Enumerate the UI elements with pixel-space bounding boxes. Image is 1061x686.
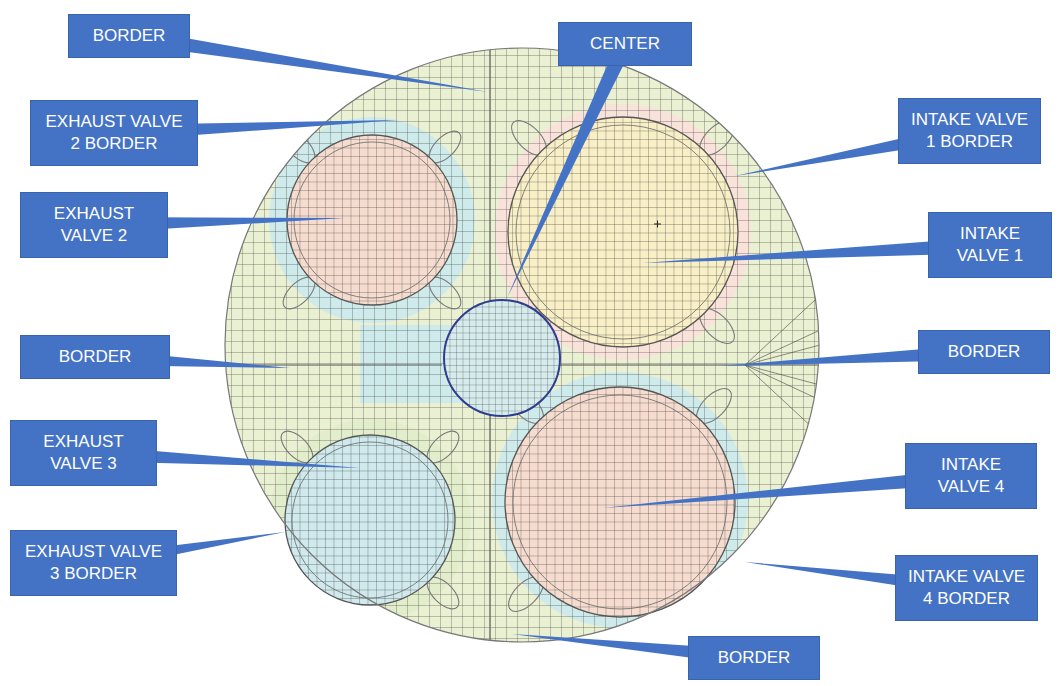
callout-label: INTAKE VALVE 4 [914,454,1028,498]
intake-valve-1-shape [508,117,738,347]
callout-label: BORDER [927,341,1041,363]
callout-label: BORDER [77,25,181,47]
port-outlines [276,115,741,618]
callout-box: INTAKE VALVE 4 [905,443,1037,509]
callout-box: BORDER [688,636,820,680]
callout-box: EXHAUST VALVE 3 [10,420,157,486]
exhaust-valve-3-shape [285,435,455,605]
callout-label: EXHAUST VALVE 3 BORDER [19,541,168,585]
callout-box: INTAKE VALVE 4 BORDER [895,555,1038,621]
callout-box: INTAKE VALVE 1 [928,212,1052,278]
callout-label: INTAKE VALVE 1 BORDER [907,109,1032,153]
callout-pointer [507,41,632,298]
callout-label: INTAKE VALVE 4 BORDER [904,566,1029,610]
callout-label: BORDER [697,647,811,669]
center-region-shape [444,300,560,416]
callout-box: INTAKE VALVE 1 BORDER [898,98,1041,164]
callout-box: EXHAUST VALVE 2 BORDER [30,100,198,166]
callout-box: BORDER [918,330,1050,374]
callout-box: CENTER [558,22,692,66]
exhaust-valve-2-shape [287,135,457,305]
callout-label: EXHAUST VALVE 2 [29,203,159,247]
callout-label: CENTER [567,33,683,55]
callout-label: EXHAUST VALVE 2 BORDER [39,111,189,155]
disc-outline [225,48,819,642]
callout-label: BORDER [29,346,161,368]
callout-box: EXHAUST VALVE 2 [20,192,168,258]
callout-label: INTAKE VALVE 1 [937,223,1043,267]
callout-box: EXHAUST VALVE 3 BORDER [10,530,177,596]
region-dividers [225,48,820,643]
callout-box: BORDER [68,14,190,58]
callout-label: EXHAUST VALVE 3 [19,431,148,475]
mesh-grid [225,48,825,648]
callout-box: BORDER [20,335,170,379]
cursor-mark [654,221,661,228]
